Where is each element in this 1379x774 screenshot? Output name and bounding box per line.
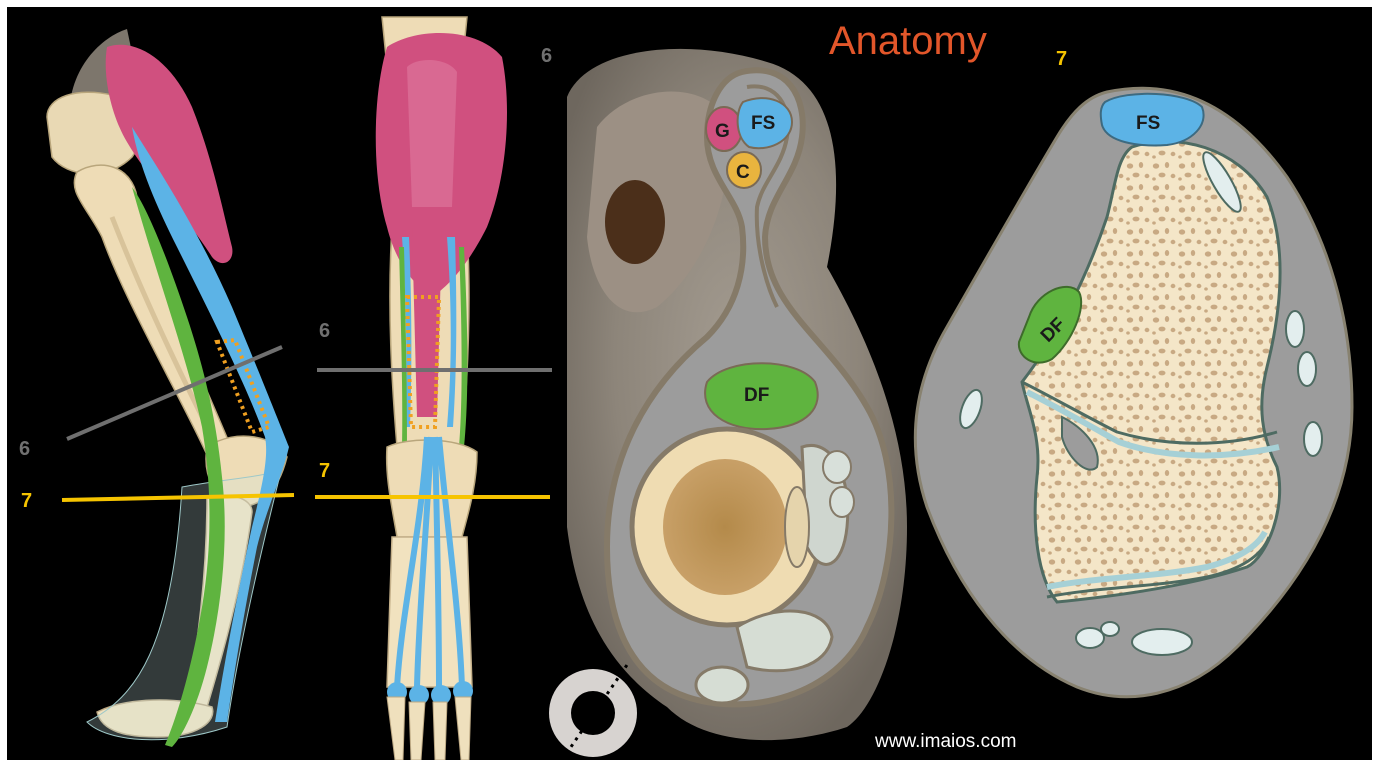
drawing-level-7-label: 7 bbox=[1056, 48, 1067, 70]
drawing-tendon-3 bbox=[1298, 352, 1316, 386]
drawing-tendon-8 bbox=[1132, 629, 1192, 655]
caudal-limb-view: 6 7 bbox=[315, 17, 552, 760]
caudal-level-7-label: 7 bbox=[319, 460, 330, 482]
photo-df-label: DF bbox=[744, 385, 769, 406]
drawing-section-7: 7 FS DF bbox=[915, 48, 1352, 697]
photo-periosteum bbox=[785, 487, 809, 567]
drawing-tendon-4 bbox=[1304, 422, 1322, 456]
photo-marrow-cavity bbox=[663, 459, 787, 595]
photo-vessel-1 bbox=[823, 451, 851, 483]
drawing-tendon-7 bbox=[1101, 622, 1119, 636]
photo-c-label: C bbox=[736, 162, 750, 183]
fur-dark-patch bbox=[605, 180, 665, 264]
lateral-level-7-label: 7 bbox=[21, 490, 32, 512]
photo-level-6-label: 6 bbox=[541, 45, 552, 67]
photo-cranial-tibial bbox=[696, 667, 748, 703]
lateral-level-6-label: 6 bbox=[19, 438, 30, 460]
gastrocnemius-muscle-belly bbox=[407, 60, 457, 207]
website-link[interactable]: www.imaios.com bbox=[875, 731, 1016, 753]
toes-caudal bbox=[387, 697, 471, 760]
photo-section-6: 6 G FS C DF bbox=[541, 45, 907, 740]
drawing-tendon-6 bbox=[1076, 628, 1104, 648]
photo-fs-label: FS bbox=[751, 113, 775, 134]
orientation-icon bbox=[549, 662, 637, 760]
photo-vessel-2 bbox=[830, 487, 854, 517]
anatomy-figure: 6 7 6 7 6 bbox=[7, 7, 1372, 760]
figure-canvas: 6 7 6 7 6 bbox=[7, 7, 1372, 760]
lateral-limb-view: 6 7 bbox=[19, 29, 294, 747]
drawing-tendon-2 bbox=[1286, 311, 1304, 347]
caudal-level-6-label: 6 bbox=[319, 320, 330, 342]
figure-title: Anatomy bbox=[829, 19, 987, 64]
drawing-fs-label: FS bbox=[1136, 113, 1160, 134]
photo-g-label: G bbox=[715, 121, 730, 142]
